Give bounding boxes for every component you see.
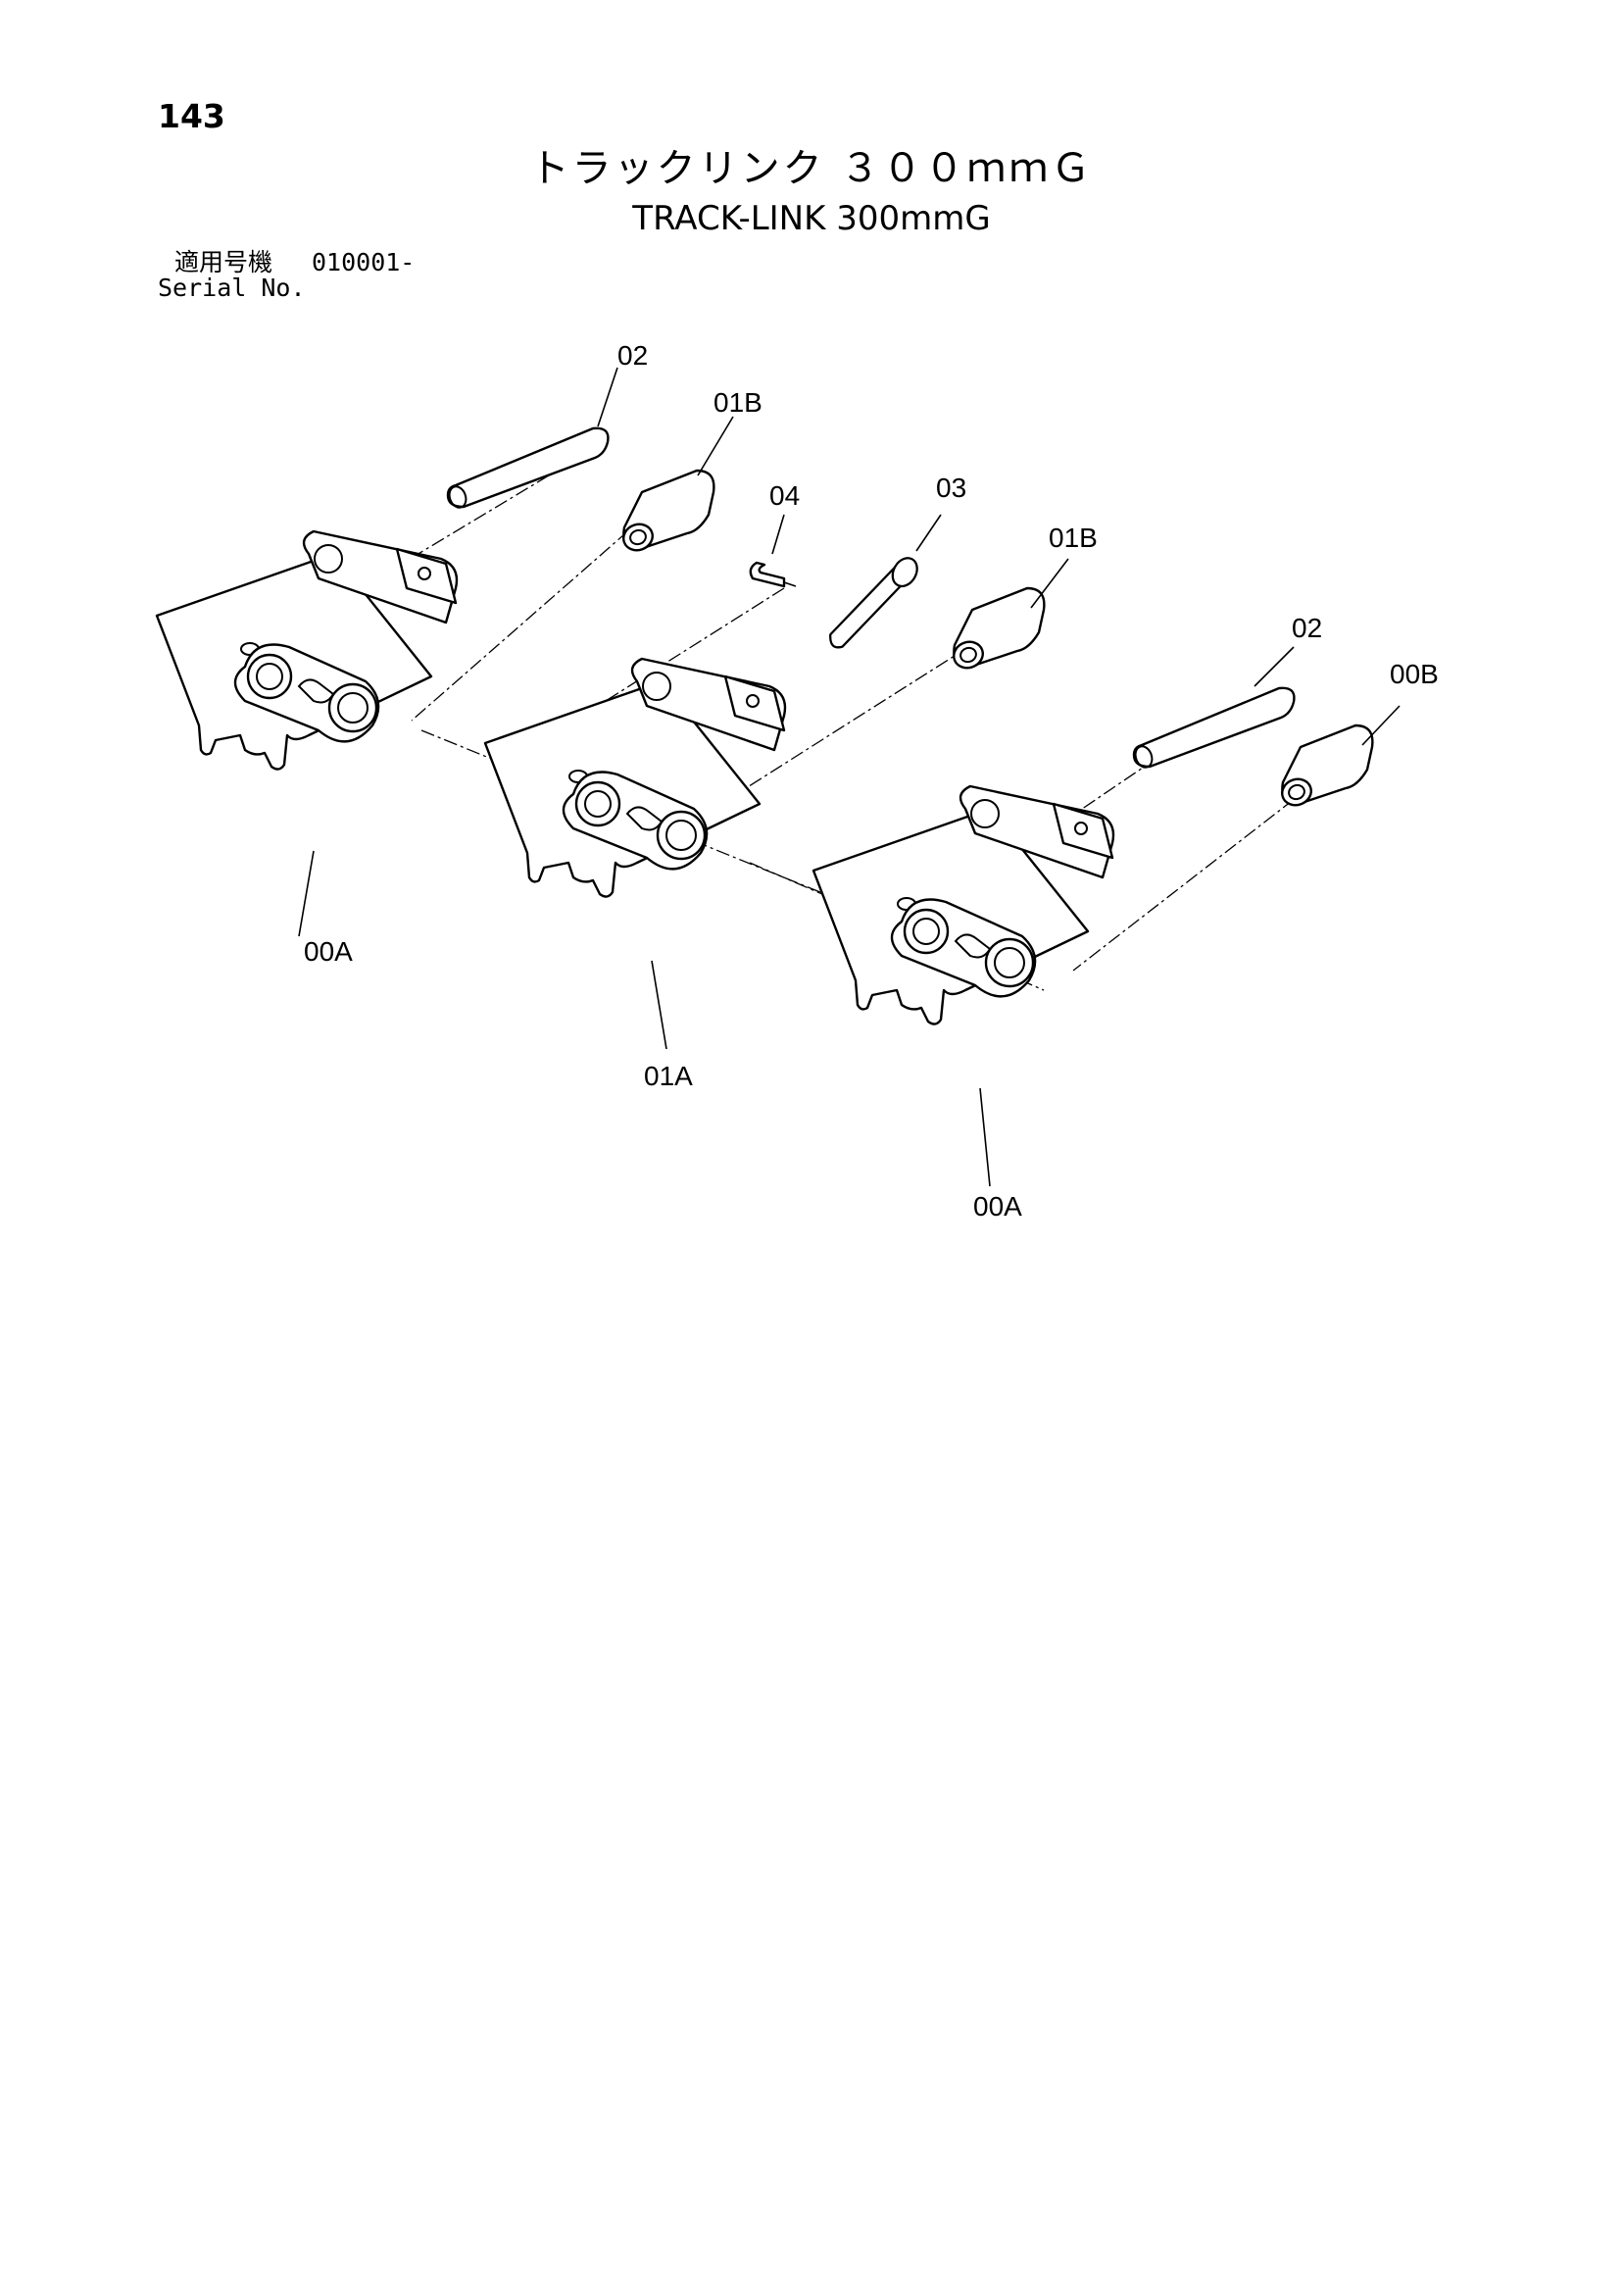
master-pin xyxy=(829,557,918,649)
callout-bushing-middle: 01B xyxy=(1049,523,1098,553)
callout-bushing-right: 00B xyxy=(1390,659,1439,689)
page-number: 143 xyxy=(158,97,225,135)
assembly-guide-lines xyxy=(278,474,1314,991)
bushing-middle xyxy=(949,586,1046,674)
track-link-assembly-right xyxy=(812,784,1115,1025)
callout-link-middle: 01A xyxy=(644,1061,693,1091)
bushing-left xyxy=(618,469,715,556)
callout-pin-left: 02 xyxy=(617,340,648,371)
serial-label-japanese: 適用号機 xyxy=(174,248,273,276)
callout-link-left: 00A xyxy=(304,936,353,967)
bushing-right xyxy=(1277,724,1374,811)
track-link-assembly-left xyxy=(155,529,459,771)
callout-split-pin: 04 xyxy=(769,480,800,511)
pin-right xyxy=(1131,686,1296,772)
track-link-assembly-middle xyxy=(483,657,787,898)
serial-range: 010001- xyxy=(312,248,416,276)
pin-left xyxy=(445,426,610,512)
callout-link-right: 00A xyxy=(973,1191,1022,1222)
callout-master-pin: 03 xyxy=(936,473,966,503)
title-english: TRACK-LINK 300mmG xyxy=(632,199,991,238)
callout-leaders xyxy=(298,367,1401,1187)
callout-pin-right: 02 xyxy=(1292,613,1322,643)
split-pin xyxy=(749,561,797,588)
title-japanese: トラックリンク ３００ｍｍＧ xyxy=(529,146,1094,191)
callout-bushing-left: 01B xyxy=(713,387,762,418)
serial-label-english: Serial No. xyxy=(158,274,306,302)
